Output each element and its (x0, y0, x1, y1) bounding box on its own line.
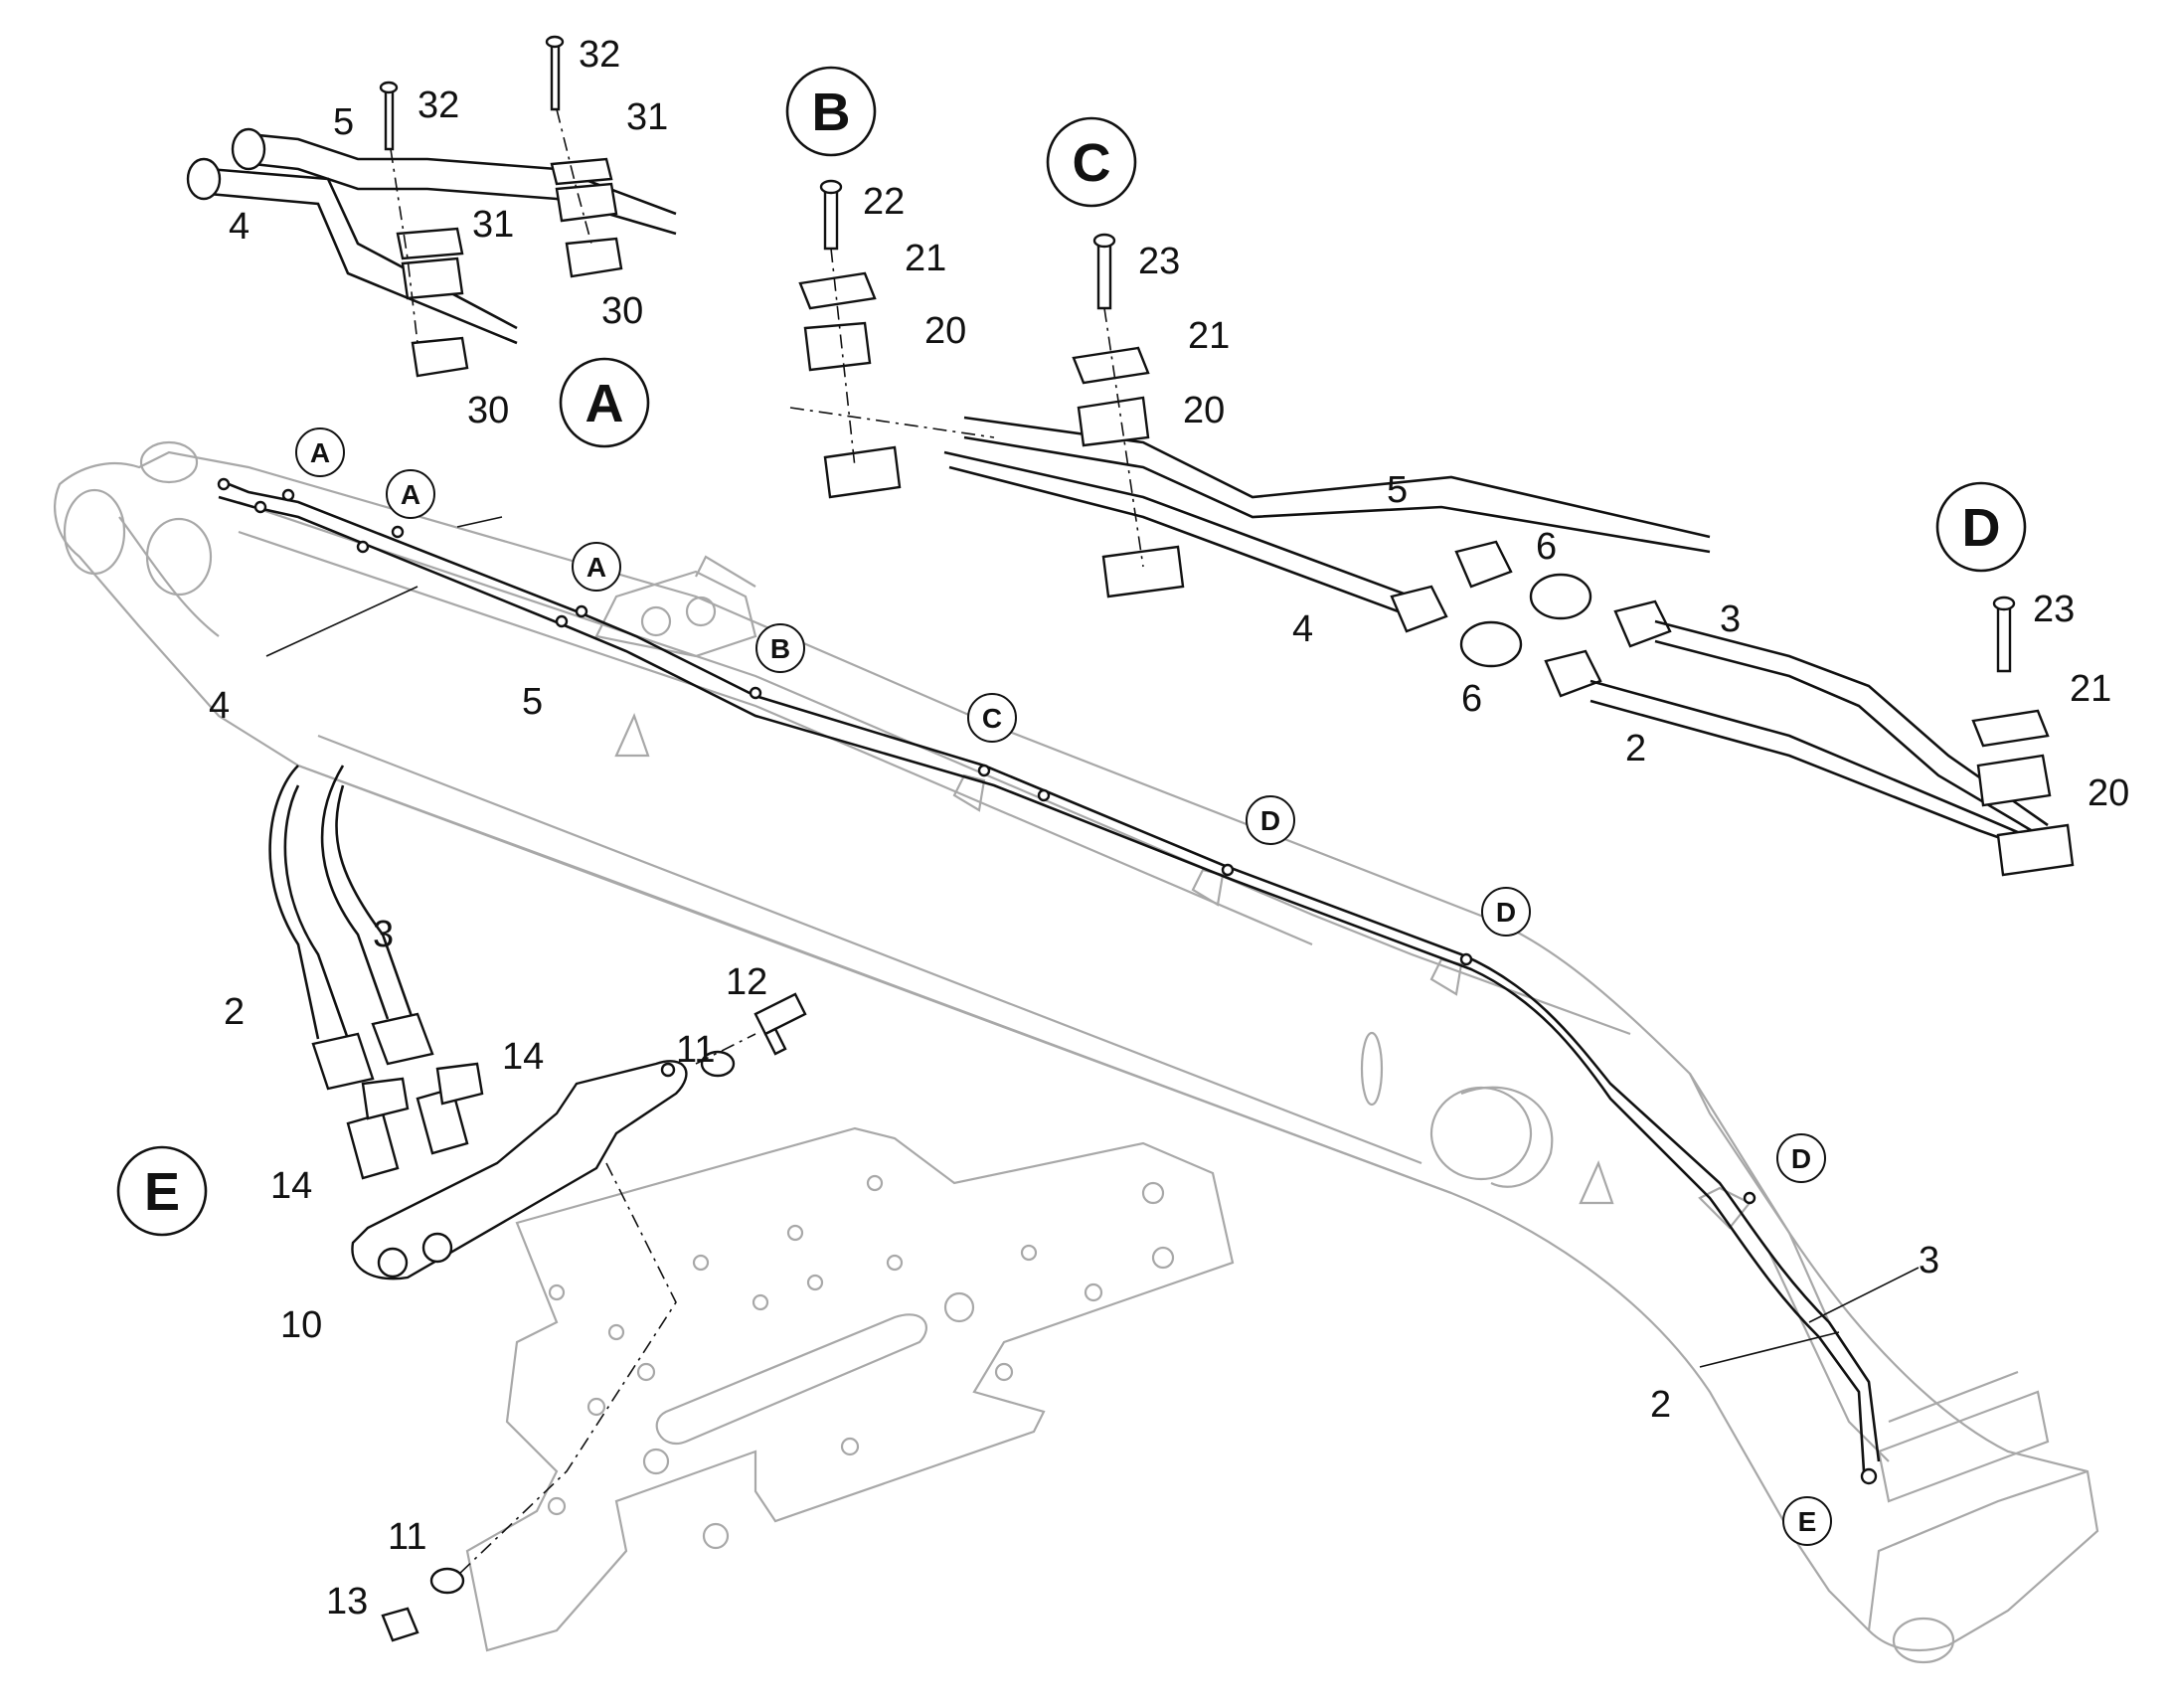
svg-text:D: D (1962, 498, 2001, 558)
detail-callout-c: C (1046, 116, 1137, 208)
svg-text:D: D (1260, 805, 1280, 836)
svg-text:D: D (1496, 897, 1516, 928)
label-part-6: 6 (1536, 526, 1557, 568)
boom-callout-a-2: A (386, 469, 435, 519)
svg-text:A: A (401, 479, 420, 510)
label-part-11: 11 (676, 1029, 715, 1071)
label-part-4: 4 (1292, 608, 1313, 650)
label-part-11: 11 (388, 1516, 426, 1558)
label-part-32: 32 (418, 85, 459, 126)
boom-callout-e: E (1782, 1496, 1832, 1546)
label-part-5: 5 (522, 681, 543, 723)
label-part-6: 6 (1461, 678, 1482, 720)
boom-callout-a-1: A (295, 427, 345, 477)
boom-callout-d-3: D (1776, 1133, 1826, 1183)
label-part-13: 13 (326, 1581, 368, 1623)
label-part-12: 12 (726, 961, 767, 1003)
boom-callout-a-3: A (572, 542, 621, 592)
label-part-5: 5 (1387, 469, 1408, 511)
svg-text:C: C (1073, 133, 1111, 193)
boom-callout-d-2: D (1481, 887, 1531, 937)
leader-lines (265, 516, 1920, 1368)
detail-a-clamp-assembly (186, 35, 677, 378)
svg-text:B: B (770, 633, 790, 664)
svg-text:E: E (144, 1162, 180, 1222)
detail-d-clamp-assembly (1971, 596, 2075, 877)
svg-text:A: A (585, 374, 624, 433)
boom-callout-d-1: D (1246, 795, 1295, 845)
label-part-30: 30 (467, 390, 509, 431)
label-part-32: 32 (579, 34, 620, 76)
label-part-2: 2 (1650, 1384, 1671, 1426)
label-part-21: 21 (1188, 315, 1230, 357)
boom-pipe-run (217, 477, 1881, 1485)
label-part-23: 23 (2033, 589, 2075, 630)
svg-text:A: A (310, 437, 330, 468)
part-number-labels: 5 4 32 32 31 31 30 30 22 21 20 23 21 20 … (209, 34, 2129, 1623)
label-part-21: 21 (2070, 668, 2111, 710)
label-part-14: 14 (502, 1036, 544, 1078)
label-part-31: 31 (626, 96, 668, 138)
detail-c-pipe-run (943, 233, 2049, 857)
label-part-21: 21 (905, 238, 946, 279)
svg-text:E: E (1798, 1506, 1817, 1537)
boom-location-callouts: A A A B C D D D (295, 427, 1832, 1546)
label-part-20: 20 (1183, 390, 1225, 431)
svg-text:D: D (1791, 1143, 1811, 1174)
boom-callout-c: C (967, 693, 1017, 743)
label-part-20: 20 (2088, 772, 2129, 814)
mounting-plate-outline (465, 1126, 1235, 1652)
label-part-22: 22 (863, 181, 905, 223)
label-part-2: 2 (224, 991, 245, 1033)
label-part-4: 4 (209, 685, 230, 727)
detail-b-clamp-assembly (789, 179, 995, 499)
detail-callout-b: B (785, 66, 877, 157)
boom-callout-b: B (755, 623, 805, 673)
label-part-2: 2 (1625, 728, 1646, 769)
svg-text:B: B (812, 83, 851, 142)
svg-text:C: C (982, 703, 1002, 734)
detail-callout-a: A (559, 357, 650, 448)
detail-e-connection-assembly (268, 765, 807, 1642)
label-part-31: 31 (472, 204, 514, 246)
label-part-23: 23 (1138, 241, 1180, 282)
label-part-3: 3 (373, 914, 394, 955)
detail-callout-d: D (1935, 481, 2027, 573)
detail-callouts: A B C D E (116, 66, 2027, 1237)
label-part-20: 20 (924, 310, 966, 352)
label-part-5: 5 (333, 101, 354, 143)
label-part-3: 3 (1720, 598, 1741, 640)
label-part-3: 3 (1919, 1240, 1939, 1281)
label-part-30: 30 (601, 290, 643, 332)
svg-text:A: A (586, 552, 606, 583)
label-part-4: 4 (229, 206, 250, 248)
label-part-10: 10 (280, 1304, 322, 1346)
label-part-14: 14 (270, 1165, 312, 1207)
detail-callout-e: E (116, 1145, 208, 1237)
